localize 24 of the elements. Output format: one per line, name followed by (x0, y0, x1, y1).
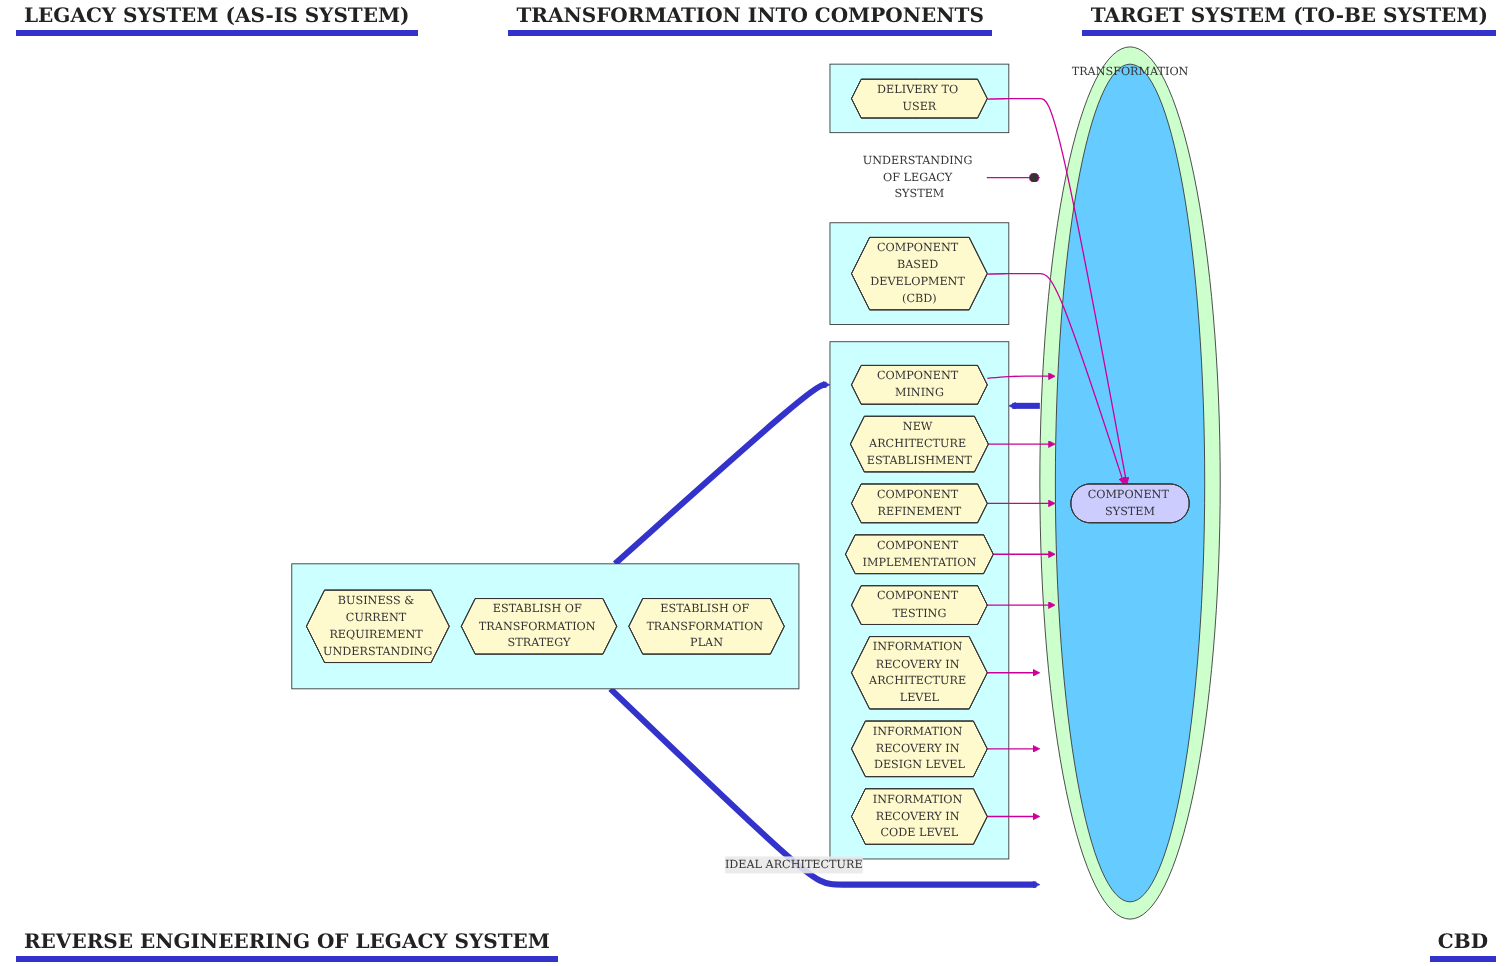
arrow-label: REVERSE ENGINEERING OF LEGACY SYSTEM (16, 930, 559, 962)
arrow (987, 272, 1126, 485)
connector (985, 172, 1041, 183)
arrow (987, 97, 1130, 485)
arrow (986, 745, 1041, 753)
cluster (291, 563, 800, 690)
cluster (829, 63, 1010, 134)
arrow-label: LEGACY SYSTEM (AS-IS SYSTEM) (16, 4, 418, 36)
arrow (608, 686, 1041, 889)
arrow-label: CBD (1429, 930, 1496, 962)
arrow (986, 372, 1056, 380)
arrow (986, 601, 1056, 609)
arrow (992, 550, 1056, 558)
arrow (1008, 402, 1041, 410)
arrow-label: TARGET SYSTEM (TO-BE SYSTEM) (1082, 4, 1496, 36)
arrow (613, 381, 831, 567)
arrow (987, 440, 1056, 448)
cluster (829, 222, 1010, 325)
cluster (829, 341, 1010, 860)
arrow-label: TRANSFORMATION INTO COMPONENTS (508, 4, 992, 36)
arrow (986, 668, 1041, 677)
cluster (1039, 46, 1221, 920)
arrow (986, 812, 1041, 821)
arrow (986, 499, 1056, 508)
